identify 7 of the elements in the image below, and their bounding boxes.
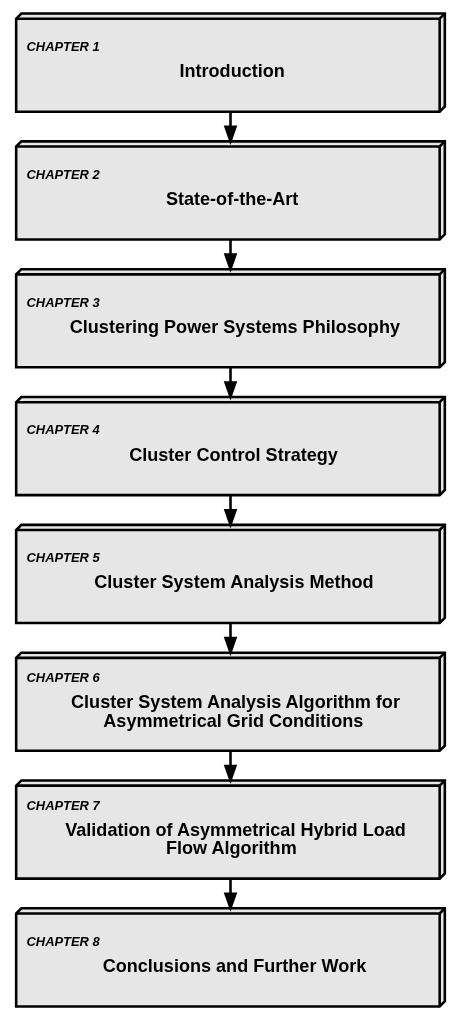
arrow (223, 367, 238, 401)
arrow (223, 495, 238, 529)
arrow (223, 751, 238, 785)
arrow (223, 623, 238, 657)
arrow (223, 239, 238, 273)
arrow (223, 878, 238, 912)
arrow (223, 111, 238, 145)
